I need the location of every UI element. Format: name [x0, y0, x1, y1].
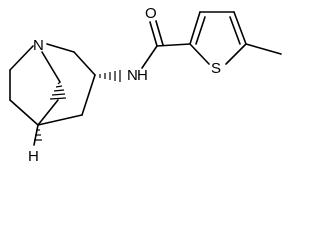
bond-bridge-bridgehead	[37, 99, 59, 126]
bond-carbonyl-o-2	[155, 20, 164, 46]
bond-thio-c2-c3-inner	[195, 16, 206, 45]
molecule-drawing: N N H O S H	[9, 5, 282, 165]
atom-h-stereo: H	[28, 148, 39, 165]
atom-s-thiophene: S	[211, 60, 221, 77]
atom-o-carbonyl: O	[145, 5, 157, 22]
bond-bridgehead-left	[9, 99, 39, 126]
bond-c5-methyl	[245, 43, 282, 55]
hashed-wedge-bridgehead-h	[34, 129, 42, 141]
bond-carbonyl-o-1	[149, 21, 158, 47]
bond-c3-ch2-lower	[81, 74, 96, 116]
molecule-canvas: N N H O S H	[9, 5, 282, 165]
bond-thio-c4-c5-inner	[229, 16, 241, 45]
bond-nh-carbonyl	[141, 45, 158, 69]
hashed-wedge-bridge	[49, 81, 67, 100]
atom-n-bridgehead: N	[33, 37, 44, 54]
bond-thio-c2-c3	[189, 11, 201, 45]
bond-n-bridge	[41, 51, 61, 83]
bond-thio-c4-c5	[233, 11, 247, 45]
bond-ch2-bridgehead	[37, 114, 83, 126]
bond-n-ch2-right	[46, 43, 75, 53]
atom-h-amide: H	[137, 67, 148, 84]
bond-left-n	[9, 45, 34, 71]
hashed-wedge-c3-nh	[99, 70, 121, 82]
atom-n-amide: N	[127, 67, 138, 84]
bond-thio-c5-s	[225, 43, 247, 65]
bond-ch2-c3	[73, 51, 96, 76]
bond-thio-s-c2	[189, 43, 210, 65]
bond-carbonyl-thiophene	[156, 43, 191, 47]
